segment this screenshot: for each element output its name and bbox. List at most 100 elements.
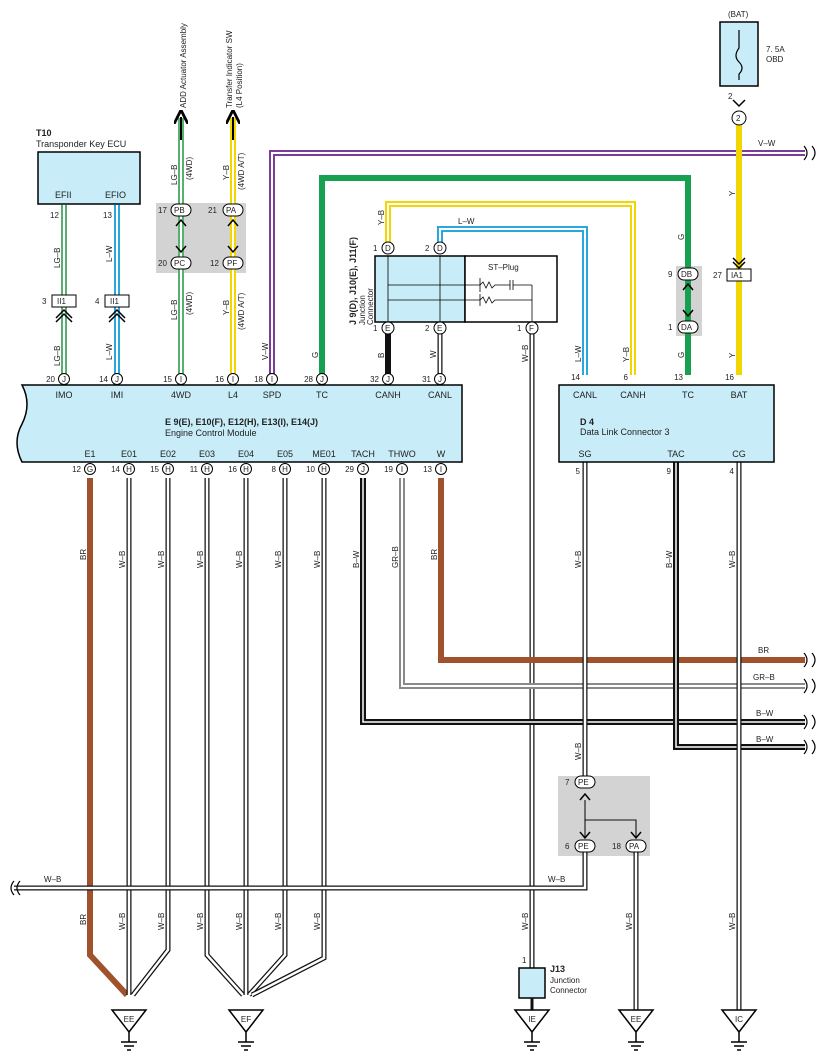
pin-num: 1	[668, 323, 673, 332]
svg-text:DA: DA	[681, 323, 693, 332]
ground-label: EF	[241, 1015, 251, 1024]
connector-ii1-a	[51, 294, 77, 308]
dlc-pin-label: BAT	[731, 390, 748, 400]
connector-pb: PB	[170, 203, 192, 217]
svg-text:L–W: L–W	[574, 345, 583, 362]
svg-text:(4WD): (4WD)	[185, 292, 194, 315]
dlc-pin-label: CANH	[620, 390, 646, 400]
svg-text:D: D	[385, 244, 391, 253]
connector-pf: PF	[222, 256, 244, 270]
ground-label: EE	[631, 1015, 642, 1024]
svg-text:LG–B: LG–B	[170, 300, 179, 320]
connector-2: 2	[731, 110, 747, 126]
pin-num: 29	[345, 465, 354, 474]
pin-num: 3	[42, 297, 47, 306]
pin-connector-code: J	[115, 375, 119, 384]
ecm-pin-e03	[201, 463, 213, 475]
svg-text:Y–B: Y–B	[377, 210, 386, 225]
svg-text:B–W: B–W	[756, 735, 774, 744]
svg-text:W–B: W–B	[274, 551, 283, 568]
svg-text:W–B: W–B	[157, 551, 166, 568]
svg-text:F: F	[529, 324, 534, 333]
svg-text:W–B: W–B	[574, 743, 583, 760]
ground-ef: EF	[227, 1009, 265, 1051]
ecm-pin-4wd	[175, 373, 187, 385]
dlc-box	[558, 384, 775, 463]
dlc-pin-label: CG	[732, 449, 746, 459]
svg-text:(4WD A/T): (4WD A/T)	[237, 292, 246, 330]
ecm-pin-spd	[266, 373, 278, 385]
pin-num: 1	[373, 244, 378, 253]
svg-text:W–B: W–B	[274, 913, 283, 930]
connector-e-2: E	[433, 321, 447, 335]
svg-text:W–B: W–B	[235, 551, 244, 568]
pin-num: 12	[72, 465, 81, 474]
pin-num: 31	[422, 375, 431, 384]
svg-text:PC: PC	[174, 259, 185, 268]
svg-text:PF: PF	[227, 259, 237, 268]
svg-text:G: G	[311, 352, 320, 358]
pin-num: 2	[425, 244, 430, 253]
svg-text:G: G	[677, 352, 686, 358]
pin-num: 9	[667, 467, 672, 476]
pin-num: 14	[99, 375, 108, 384]
svg-text:V–W: V–W	[758, 139, 776, 148]
ecm-pin-label: E01	[121, 449, 137, 459]
pin-num: 6	[624, 373, 629, 382]
t10-name: Transponder Key ECU	[36, 139, 126, 149]
svg-text:Y–B: Y–B	[222, 165, 231, 180]
wire-labels: LG–B L–W LG–B L–W LG–B (4WD) LG–B (4WD) …	[44, 139, 776, 930]
pin-num: 19	[384, 465, 393, 474]
pin-num: 12	[210, 259, 219, 268]
pin-num: 13	[674, 373, 683, 382]
ecm-pin-tach	[357, 463, 369, 475]
svg-text:W: W	[429, 350, 438, 358]
ecm-pin-label: TACH	[351, 449, 375, 459]
connector-db: DB	[677, 267, 699, 281]
ecm-pin-e1	[84, 463, 96, 475]
ecm-pin-label: THWO	[388, 449, 416, 459]
svg-text:D: D	[437, 244, 443, 253]
connector-label: IA1	[731, 271, 744, 280]
wire-br-w	[438, 478, 805, 663]
svg-text:W–B: W–B	[313, 551, 322, 568]
svg-text:W–B: W–B	[521, 345, 530, 362]
connector-pc: PC	[170, 256, 192, 270]
pin-connector-code: J	[62, 375, 66, 384]
ecm-pin-e05	[279, 463, 291, 475]
svg-text:W–B: W–B	[44, 875, 61, 884]
svg-text:W–B: W–B	[625, 913, 634, 930]
svg-text:LG–B: LG–B	[53, 346, 62, 366]
svg-text:PE: PE	[578, 842, 589, 851]
svg-text:Y: Y	[728, 190, 737, 196]
ecm-pin-label: IMI	[111, 390, 124, 400]
connector-pa: PA	[222, 203, 244, 217]
ecm-pin-canh	[382, 373, 394, 385]
svg-text:V–W: V–W	[261, 342, 270, 360]
ground-ee: EE	[110, 1009, 148, 1051]
pin-connector-code: J	[438, 375, 442, 384]
jc-ref: J 9(D), J10(E), J11(F)	[348, 237, 358, 325]
pin-num: 18	[254, 375, 263, 384]
svg-text:DB: DB	[681, 270, 692, 279]
ecm-pin-label: TC	[316, 390, 328, 400]
pin-num: 1	[522, 956, 527, 965]
junction-connector-box	[374, 255, 466, 323]
ecm-pin-label: E02	[160, 449, 176, 459]
svg-text:W–B: W–B	[235, 913, 244, 930]
svg-text:W–B: W–B	[548, 875, 565, 884]
svg-text:W–B: W–B	[313, 913, 322, 930]
pin-num: 16	[215, 375, 224, 384]
pin-num: 17	[158, 206, 167, 215]
ecm-pin-e01	[123, 463, 135, 475]
pin-num: 27	[713, 271, 722, 280]
ecm-name: Engine Control Module	[165, 428, 257, 438]
pin-connector-code: I	[401, 465, 403, 474]
svg-text:PA: PA	[226, 206, 237, 215]
pin-connector-code: I	[180, 375, 182, 384]
svg-text:G: G	[677, 234, 686, 240]
ecm-pin-label: ME01	[312, 449, 336, 459]
svg-text:L–W: L–W	[105, 343, 114, 360]
connector-pa-bottom: PA	[625, 839, 647, 853]
dlc-pin-label: TAC	[667, 449, 685, 459]
